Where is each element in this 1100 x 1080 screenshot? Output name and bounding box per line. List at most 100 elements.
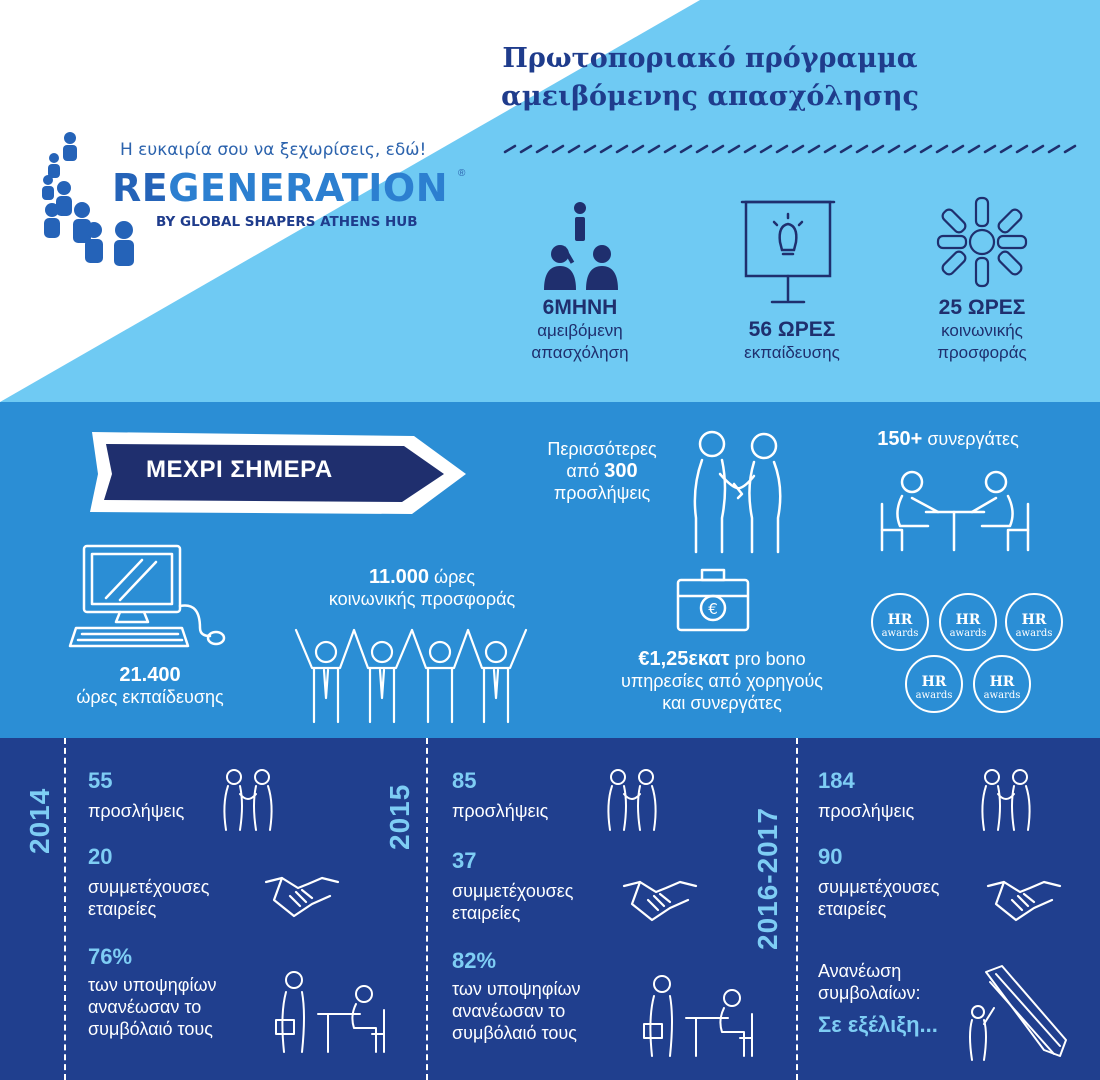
logo-word-re: RE	[112, 166, 169, 210]
year-label-2014: 2014	[24, 787, 55, 854]
handshake-icon	[622, 880, 698, 922]
program-stat-employment: 6ΜΗΝΗ αμειβόμενη απασχόληση	[510, 296, 650, 364]
headline-line-1: Πρωτοποριακό πρόγραμμα	[502, 43, 918, 74]
hr-award-badge: HR awards	[871, 593, 929, 651]
decorative-dashed-line	[503, 144, 1077, 154]
briefcase-euro-icon: €	[676, 568, 750, 632]
column-divider	[64, 738, 66, 1080]
person-pencil-icon	[969, 965, 1067, 1061]
partners-number: 150+	[877, 428, 923, 450]
companies-number: 37	[452, 848, 477, 873]
year-label-2016-2017: 2016-2017	[752, 807, 783, 950]
hires-line1: Περισσότερες	[547, 439, 657, 459]
headline: Πρωτοποριακό πρόγραμμα αμειβόμενης απασχ…	[400, 40, 1020, 116]
program-stat-line1: κοινωνικής	[941, 321, 1023, 340]
hr-award-badge: HR awards	[939, 593, 997, 651]
handshake-icon	[264, 876, 340, 918]
hires-number: 85	[452, 768, 477, 793]
renew-label-1: των υποψηφίων	[452, 979, 581, 999]
renew-label-2: συμβολαίων:	[818, 983, 921, 1003]
hires-label: προσλήψεις	[452, 801, 549, 821]
social-label: κοινωνικής προσφοράς	[328, 589, 516, 609]
renew-label-2: ανανέωσαν το	[88, 997, 202, 1017]
renew-label-1: Ανανέωση	[818, 961, 902, 981]
yearly-stats-section: 2014 55 προσλήψεις 20 συμμετέχουσες εται…	[0, 738, 1100, 1080]
program-stat-line2: απασχόληση	[531, 343, 629, 362]
companies-label-1: συμμετέχουσες	[452, 881, 574, 901]
program-stat-training: 56 ΩΡΕΣ εκπαίδευσης	[722, 318, 862, 364]
probono-label3: και συνεργάτες	[662, 693, 782, 713]
interview-desk-icon	[275, 971, 385, 1053]
training-number: 21.400	[119, 664, 181, 686]
interview-desk-icon	[643, 975, 753, 1057]
to-date-partners: 150+ συνεργάτες	[877, 428, 1019, 450]
year-label-2015: 2015	[384, 783, 415, 850]
to-date-probono: €1,25εκατ pro bono υπηρεσίες από χορηγού…	[572, 648, 872, 714]
hires-number: 55	[88, 768, 113, 793]
hr-awards-badges: HR awards HR awards HR awards HR awards …	[871, 593, 1063, 713]
hires-label: προσλήψεις	[88, 801, 185, 821]
hr-award-badge: HR awards	[905, 655, 963, 713]
hr-award-badge: HR awards	[1005, 593, 1063, 651]
to-date-arrow-banner	[90, 432, 466, 514]
renew-label-2: ανανέωσαν το	[452, 1001, 566, 1021]
desktop-computer-icon	[68, 544, 226, 648]
handshake-icon	[986, 880, 1062, 922]
regeneration-logo-people-icon	[42, 132, 134, 266]
column-divider	[426, 738, 428, 1080]
award-label-text: awards	[882, 628, 919, 639]
logo-registered-mark: ®	[458, 168, 466, 179]
award-hr-text: HR	[888, 612, 913, 628]
program-stat-big: 6ΜΗΝΗ	[542, 296, 618, 319]
companies-number: 20	[88, 844, 113, 869]
top-section: Πρωτοποριακό πρόγραμμα αμειβόμενης απασχ…	[0, 0, 1100, 402]
light-blue-diagonal-background	[0, 0, 1100, 402]
award-label-text: awards	[1016, 628, 1053, 639]
handshake-people-icon	[607, 769, 657, 831]
logo-tagline: Η ευκαιρία σου να ξεχωρίσεις, εδώ!	[120, 140, 427, 160]
to-date-hires: Περισσότερες από 300 προσλήψεις	[522, 438, 682, 504]
companies-number: 90	[818, 844, 843, 869]
meeting-table-icon	[880, 470, 1030, 552]
award-hr-text: HR	[1022, 612, 1047, 628]
program-stat-big: 56 ΩΡΕΣ	[748, 318, 836, 341]
team-raised-hands-icon	[294, 628, 528, 724]
people-info-icon	[544, 202, 618, 290]
hires-number: 184	[818, 768, 855, 793]
program-stat-line1: αμειβόμενη	[537, 321, 623, 340]
renew-label-3: συμβόλαιό τους	[88, 1019, 213, 1039]
award-hr-text: HR	[990, 674, 1015, 690]
column-divider	[796, 738, 798, 1080]
to-date-banner-label: ΜΕΧΡΙ ΣΗΜΕΡΑ	[146, 456, 333, 483]
program-stat-line1: εκπαίδευσης	[744, 343, 840, 362]
companies-label-2: εταιρείες	[452, 903, 521, 923]
to-date-section: ΜΕΧΡΙ ΣΗΜΕΡΑ Περισσότερες από 300 προσλή…	[0, 402, 1100, 738]
hires-label: προσλήψεις	[818, 801, 915, 821]
training-label: ώρες εκπαίδευσης	[76, 687, 224, 707]
award-label-text: awards	[984, 690, 1021, 701]
award-hr-text: HR	[922, 674, 947, 690]
award-label-text: awards	[916, 690, 953, 701]
handshake-people-icon	[981, 769, 1031, 831]
probono-number: €1,25εκατ	[638, 648, 730, 670]
logo-wordmark: REGENERATION	[112, 166, 448, 210]
hands-circle-icon	[936, 196, 1028, 288]
to-date-social: 11.000 ώρες κοινωνικής προσφοράς	[292, 566, 552, 610]
award-hr-text: HR	[956, 612, 981, 628]
program-stat-social: 25 ΩΡΕΣ κοινωνικής προσφοράς	[912, 296, 1052, 364]
to-date-training: 21.400 ώρες εκπαίδευσης	[40, 664, 260, 708]
program-stat-big: 25 ΩΡΕΣ	[938, 296, 1026, 319]
renew-label-3: συμβόλαιό τους	[452, 1023, 577, 1043]
probono-label2: υπηρεσίες από χορηγούς	[621, 671, 823, 691]
handshake-people-icon	[693, 430, 782, 554]
companies-label-2: εταιρείες	[88, 899, 157, 919]
renew-status: Σε εξέλιξη...	[818, 1012, 938, 1037]
program-stat-line2: προσφοράς	[937, 343, 1027, 362]
companies-label-1: συμμετέχουσες	[88, 877, 210, 897]
award-label-text: awards	[950, 628, 987, 639]
hr-award-badge: HR awards	[973, 655, 1031, 713]
hires-line3: προσλήψεις	[553, 483, 651, 503]
svg-text:€: €	[708, 600, 718, 618]
companies-label-1: συμμετέχουσες	[818, 877, 940, 897]
social-number: 11.000	[368, 566, 430, 588]
